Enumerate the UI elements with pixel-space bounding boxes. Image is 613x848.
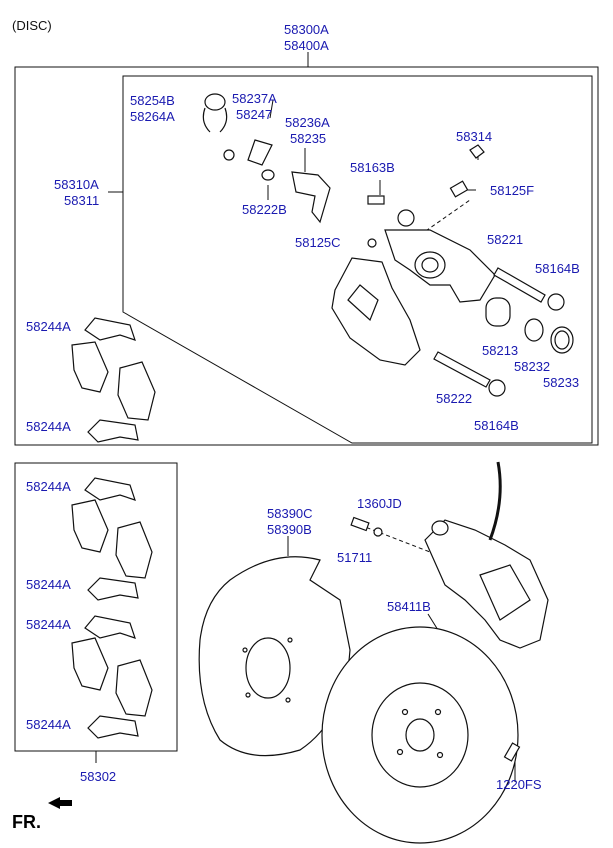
front-direction-label: FR. — [12, 812, 41, 832]
part-label-58302[interactable]: 58302 — [80, 769, 117, 784]
screw-1220FS — [503, 742, 521, 762]
part-label-58244A-1[interactable]: 58244A — [26, 319, 71, 334]
part-label-58310A[interactable]: 58310A — [54, 177, 99, 192]
part-label-58300A[interactable]: 58300A — [284, 22, 329, 37]
piston — [485, 297, 511, 327]
part-label-51711[interactable]: 51711 — [337, 550, 373, 565]
brake-pad-inner — [71, 341, 109, 393]
kit-pad-2a — [71, 637, 109, 691]
part-label-58164B-bottom[interactable]: 58164B — [474, 418, 519, 433]
small-bolt — [367, 238, 377, 248]
part-label-58221[interactable]: 58221 — [487, 232, 524, 247]
washer-1360JD — [373, 527, 383, 537]
nut-part — [261, 169, 275, 181]
kit-pad-1a — [71, 499, 109, 553]
part-label-58233[interactable]: 58233 — [543, 375, 580, 390]
guide-pin-lower — [433, 351, 491, 388]
part-label-58244A-3[interactable]: 58244A — [26, 479, 71, 494]
part-label-58264A[interactable]: 58264A — [130, 109, 175, 124]
part-label-58311[interactable]: 58311 — [64, 193, 100, 208]
part-label-58247[interactable]: 58247 — [236, 107, 273, 122]
part-label-58314[interactable]: 58314 — [456, 129, 493, 144]
bolt-51711 — [350, 516, 370, 532]
part-label-58244A-4[interactable]: 58244A — [26, 577, 71, 592]
part-label-58125C[interactable]: 58125C — [295, 235, 341, 250]
part-label-58222[interactable]: 58222 — [436, 391, 473, 406]
front-arrow-icon — [48, 797, 72, 809]
part-label-58232[interactable]: 58232 — [514, 359, 551, 374]
bleeder-cap — [449, 180, 469, 198]
part-label-58390B[interactable]: 58390B — [267, 522, 312, 537]
spring-part — [204, 93, 226, 111]
brake-pad-outer — [117, 361, 156, 421]
bracket-part — [291, 171, 331, 224]
part-label-58244A-6[interactable]: 58244A — [26, 717, 71, 732]
part-label-58244A-2[interactable]: 58244A — [26, 419, 71, 434]
part-label-58125F[interactable]: 58125F — [490, 183, 535, 198]
part-label-58236A[interactable]: 58236A — [285, 115, 330, 130]
boot-lower — [488, 379, 506, 397]
mount-bushing — [397, 209, 415, 227]
kit-pad-1b — [115, 521, 153, 579]
kit-shim-1 — [84, 477, 136, 501]
kit-shim-4 — [87, 715, 139, 739]
part-label-1360JD[interactable]: 1360JD — [357, 496, 402, 511]
guide-pin-upper — [493, 267, 546, 303]
caliper-assembly-box — [14, 66, 599, 446]
part-label-58254B[interactable]: 58254B — [130, 93, 175, 108]
part-label-58213[interactable]: 58213 — [482, 343, 519, 358]
part-label-58390C[interactable]: 58390C — [267, 506, 313, 521]
clip-part — [247, 139, 273, 166]
part-label-1220FS[interactable]: 1220FS — [496, 777, 542, 792]
kit-shim-2 — [87, 577, 139, 601]
kit-shim-3 — [84, 615, 136, 639]
part-label-58244A-5[interactable]: 58244A — [26, 617, 71, 632]
part-label-58164B-top[interactable]: 58164B — [535, 261, 580, 276]
part-label-58163B[interactable]: 58163B — [350, 160, 395, 175]
part-label-58222B[interactable]: 58222B — [242, 202, 287, 217]
part-label-58400A[interactable]: 58400A — [284, 38, 329, 53]
part-label-58411B[interactable]: 58411B — [387, 599, 431, 614]
kit-pad-2b — [115, 659, 153, 717]
shim-clip-bottom — [87, 419, 139, 443]
disc-label: (DISC) — [12, 18, 52, 33]
piston-seal — [524, 318, 544, 342]
part-label-58235[interactable]: 58235 — [290, 131, 327, 146]
brake-hose — [488, 461, 502, 541]
bleeder-screw — [469, 144, 485, 159]
caliper-inner-box — [122, 75, 593, 444]
caliper-carrier — [331, 257, 421, 366]
shim-clip-top — [84, 317, 136, 341]
washer-part — [223, 149, 235, 161]
part-label-58237A[interactable]: 58237A — [232, 91, 277, 106]
guide-bolt — [367, 195, 385, 205]
boot-upper — [547, 293, 565, 311]
